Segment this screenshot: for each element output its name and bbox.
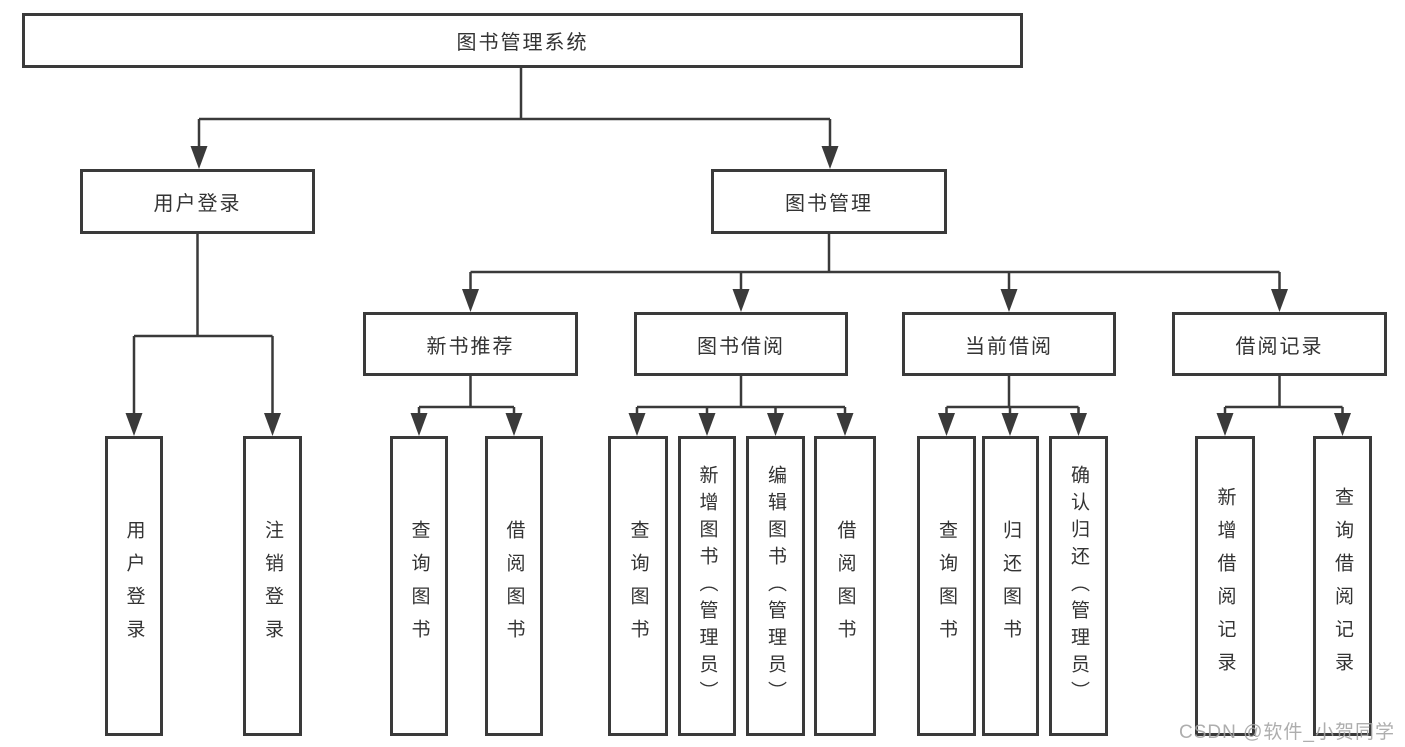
leaf-query-borrow-record: 查询借阅记录 [1313,436,1372,736]
leaf-confirm-return-admin: 确认归还（管理员） [1049,436,1108,736]
leaf-query-books-borrow: 查询图书 [608,436,668,736]
leaf-label: 借阅图书 [834,520,856,652]
csdn-watermark: CSDN @软件_小贺同学 [1179,722,1395,743]
leaf-add-book-admin: 新增图书（管理员） [678,436,736,736]
leaf-label: 查询借阅记录 [1332,487,1353,685]
leaf-label: 用户登录 [123,520,145,652]
leaf-return-book: 归还图书 [982,436,1039,736]
leaf-label: 新增图书（管理员） [696,464,718,708]
leaf-label: 编辑图书（管理员） [765,464,786,708]
leaf-label: 确认归还（管理员） [1068,464,1089,708]
leaf-label: 查询图书 [408,520,430,652]
leaf-label: 新增借阅记录 [1214,487,1236,685]
node-new-book-recommend: 新书推荐 [363,312,578,376]
leaf-borrow-books: 借阅图书 [814,436,876,736]
leaf-label: 借阅图书 [503,520,525,652]
node-book-borrow: 图书借阅 [634,312,848,376]
node-borrow-records: 借阅记录 [1172,312,1387,376]
leaf-user-login: 用户登录 [105,436,163,736]
leaf-label: 归还图书 [1000,520,1021,652]
node-user-login: 用户登录 [80,169,315,234]
leaf-label: 查询图书 [627,520,649,652]
leaf-edit-book-admin: 编辑图书（管理员） [746,436,805,736]
node-book-management: 图书管理 [711,169,947,234]
leaf-add-borrow-record: 新增借阅记录 [1195,436,1255,736]
node-library-management-system: 图书管理系统 [22,13,1023,68]
leaf-logout: 注销登录 [243,436,302,736]
leaf-label: 查询图书 [936,520,957,652]
leaf-borrow-books-recommend: 借阅图书 [485,436,543,736]
leaf-query-books-recommend: 查询图书 [390,436,448,736]
leaf-query-books-current: 查询图书 [917,436,976,736]
node-current-borrow: 当前借阅 [902,312,1116,376]
leaf-label: 注销登录 [262,520,283,652]
